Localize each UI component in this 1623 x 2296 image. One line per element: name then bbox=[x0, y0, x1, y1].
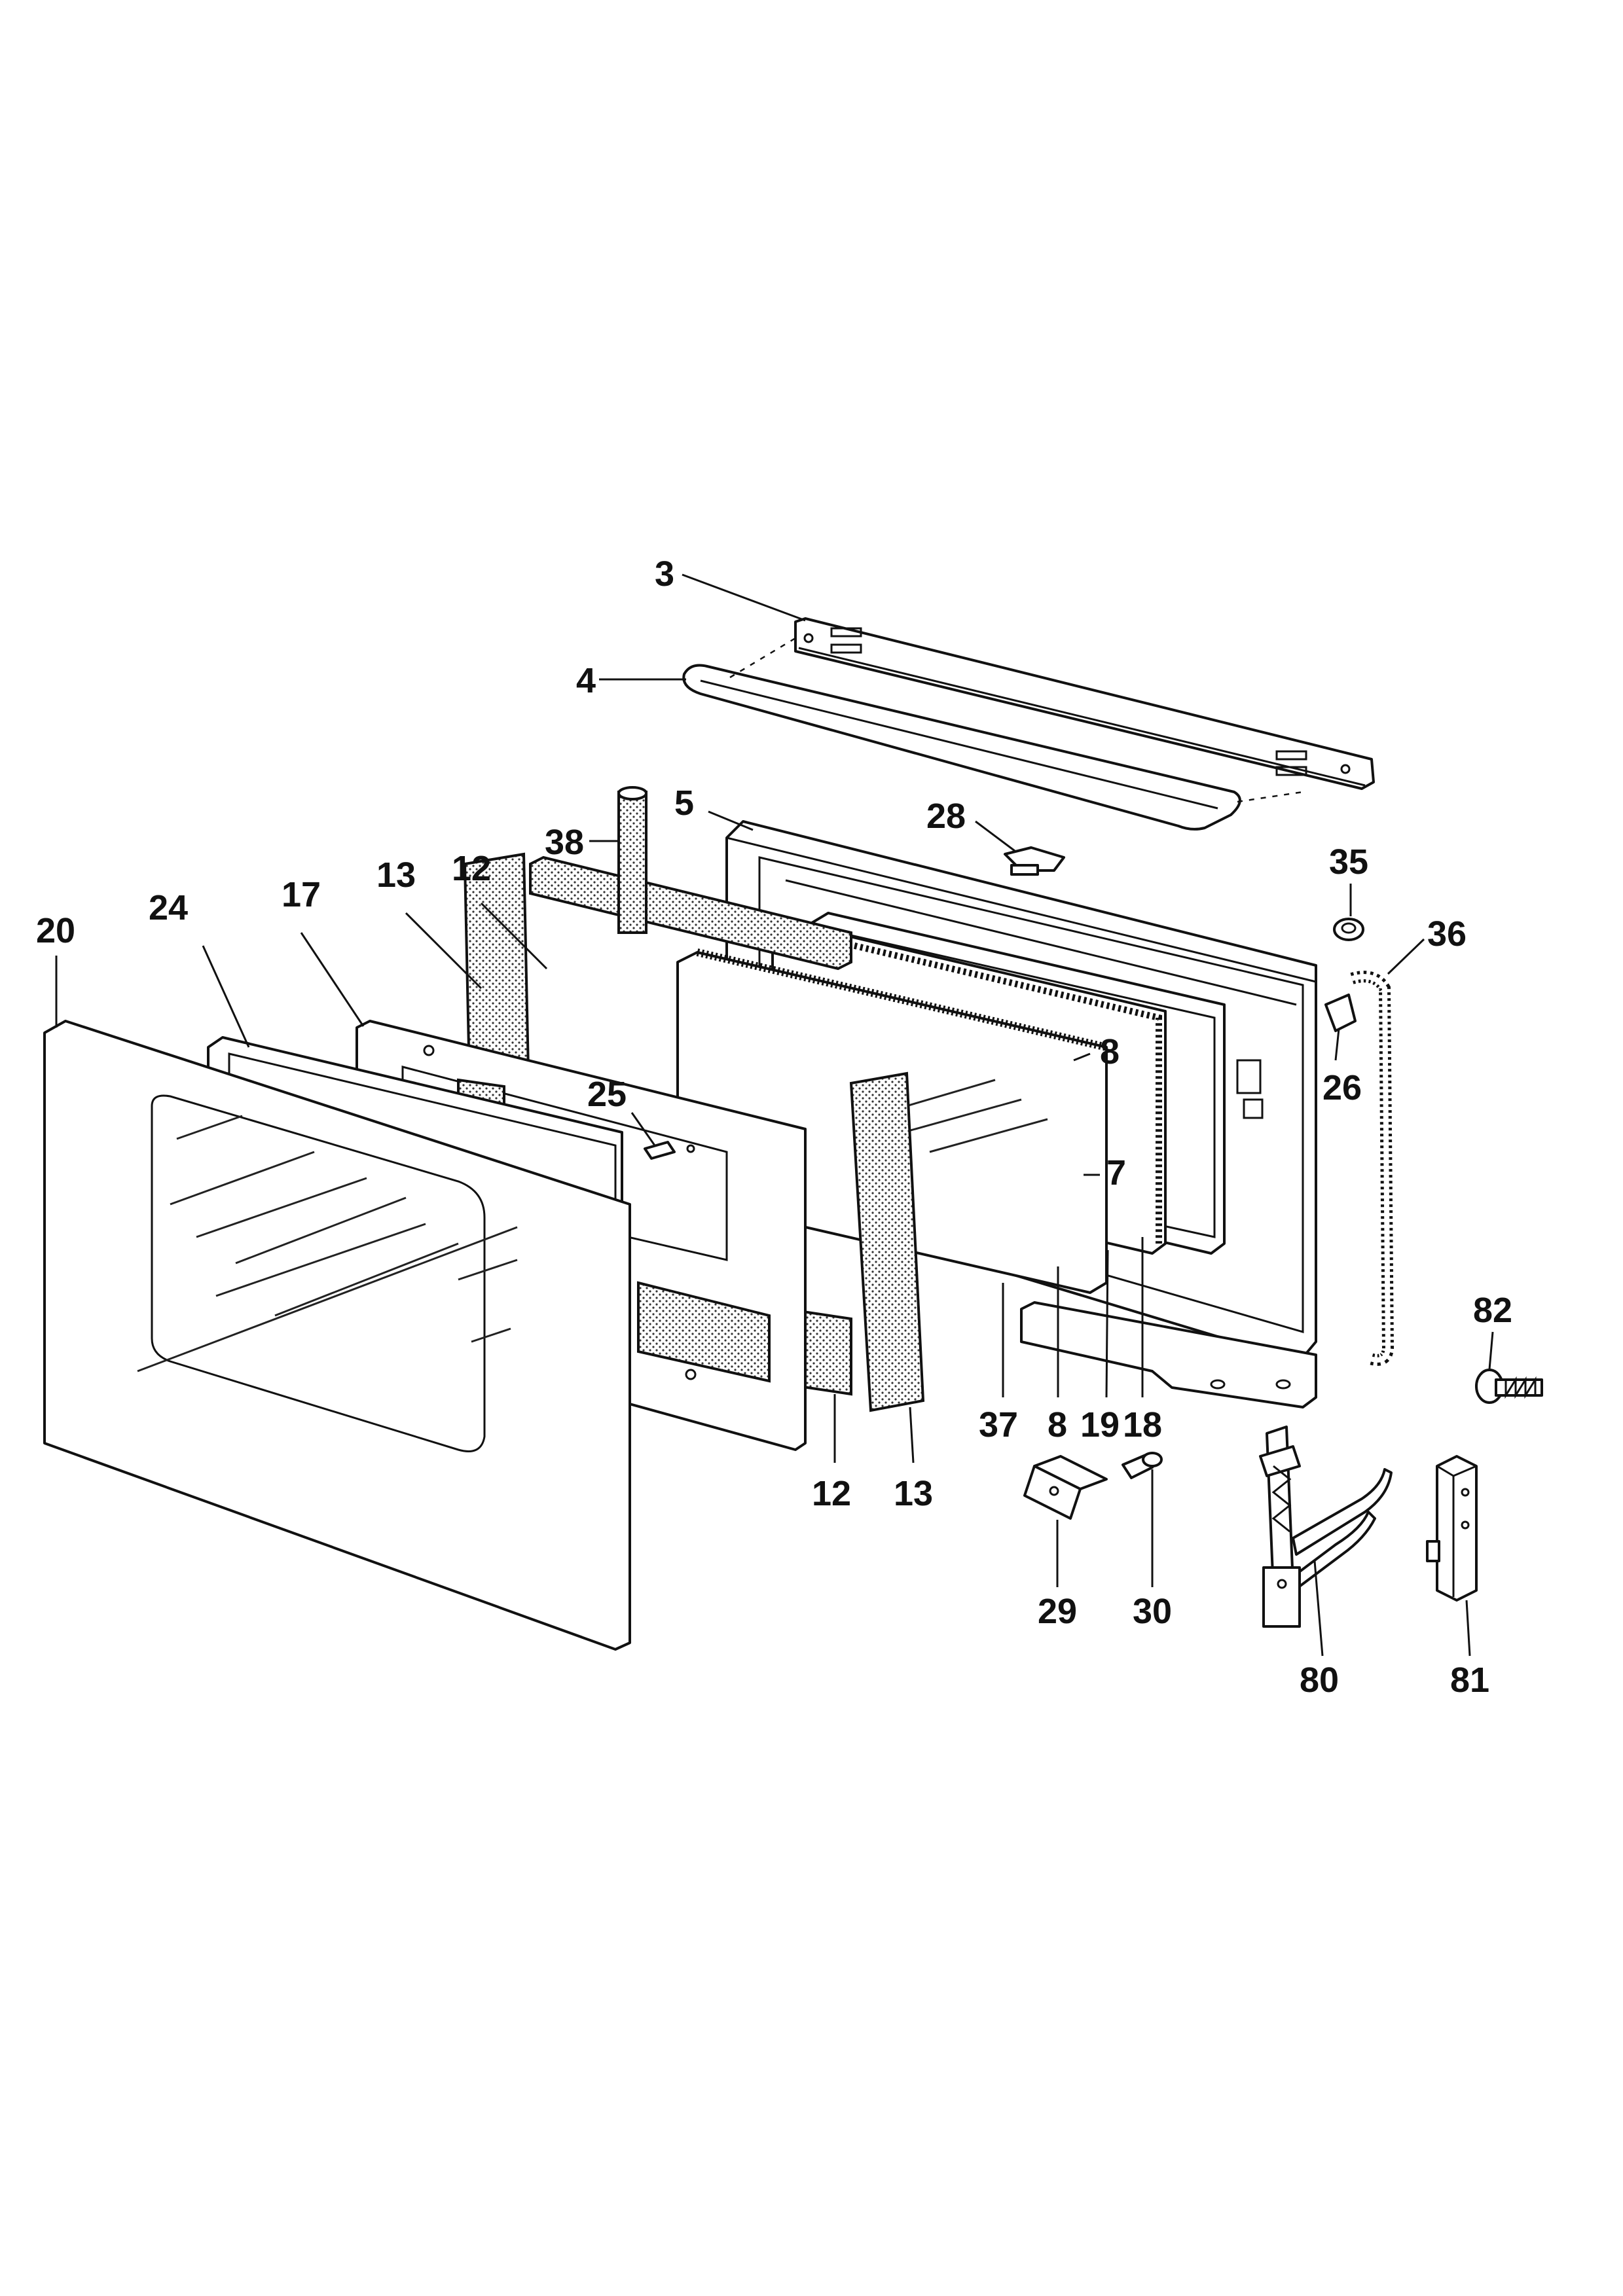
part-38-gasket-rod bbox=[617, 786, 647, 934]
part-29-bracket bbox=[1023, 1455, 1108, 1520]
label-37: 37 bbox=[979, 1405, 1018, 1444]
part-30-screw bbox=[1122, 1452, 1163, 1479]
label-36: 36 bbox=[1427, 914, 1467, 954]
leader-lines bbox=[55, 573, 1494, 1657]
part-labels: 3 4 5 38 28 35 36 20 24 17 13 12 25 8 26… bbox=[36, 554, 1512, 1700]
label-82: 82 bbox=[1473, 1291, 1512, 1330]
label-38: 38 bbox=[545, 823, 584, 862]
label-5: 5 bbox=[674, 783, 694, 823]
label-8-top: 8 bbox=[1100, 1032, 1120, 1071]
part-4-dashed-guide bbox=[729, 637, 796, 679]
label-25: 25 bbox=[587, 1075, 627, 1114]
label-19: 19 bbox=[1080, 1405, 1120, 1444]
part-26-bracket bbox=[1324, 994, 1357, 1032]
label-24: 24 bbox=[149, 888, 188, 927]
label-30: 30 bbox=[1133, 1592, 1172, 1631]
part-28-clip bbox=[1004, 846, 1065, 876]
label-29: 29 bbox=[1038, 1592, 1077, 1631]
label-17: 17 bbox=[282, 875, 321, 914]
label-8-bottom: 8 bbox=[1048, 1405, 1067, 1444]
label-20: 20 bbox=[36, 911, 75, 950]
label-13-top: 13 bbox=[376, 855, 416, 895]
label-12-bottom: 12 bbox=[812, 1474, 851, 1513]
part-4-handle-bar bbox=[682, 664, 1241, 831]
part-5-lower-flange bbox=[1020, 1301, 1317, 1408]
part-20-outer-glass-door bbox=[43, 1020, 631, 1651]
label-26: 26 bbox=[1322, 1068, 1362, 1107]
label-35: 35 bbox=[1329, 842, 1368, 882]
label-13-bottom: 13 bbox=[894, 1474, 933, 1513]
label-80: 80 bbox=[1300, 1660, 1339, 1700]
part-35-nut bbox=[1333, 918, 1364, 941]
part-81-hinge-bracket bbox=[1426, 1455, 1478, 1602]
label-3: 3 bbox=[655, 554, 674, 594]
part-3-top-bracket bbox=[794, 617, 1375, 790]
label-81: 81 bbox=[1450, 1660, 1489, 1700]
part-25-pin bbox=[644, 1141, 695, 1160]
label-12-top: 12 bbox=[452, 849, 491, 888]
label-28: 28 bbox=[926, 797, 966, 836]
label-18: 18 bbox=[1123, 1405, 1162, 1444]
part-80-hinge bbox=[1259, 1426, 1393, 1628]
part-36-seal-gasket bbox=[1350, 971, 1395, 1366]
label-7: 7 bbox=[1106, 1153, 1126, 1193]
part-4-dashed-guide-right bbox=[1237, 791, 1304, 803]
part-12-insulation-top bbox=[529, 855, 852, 971]
part-13-insulation-right bbox=[849, 1071, 925, 1412]
label-4: 4 bbox=[576, 661, 596, 700]
part-82-fastener bbox=[1475, 1369, 1543, 1404]
